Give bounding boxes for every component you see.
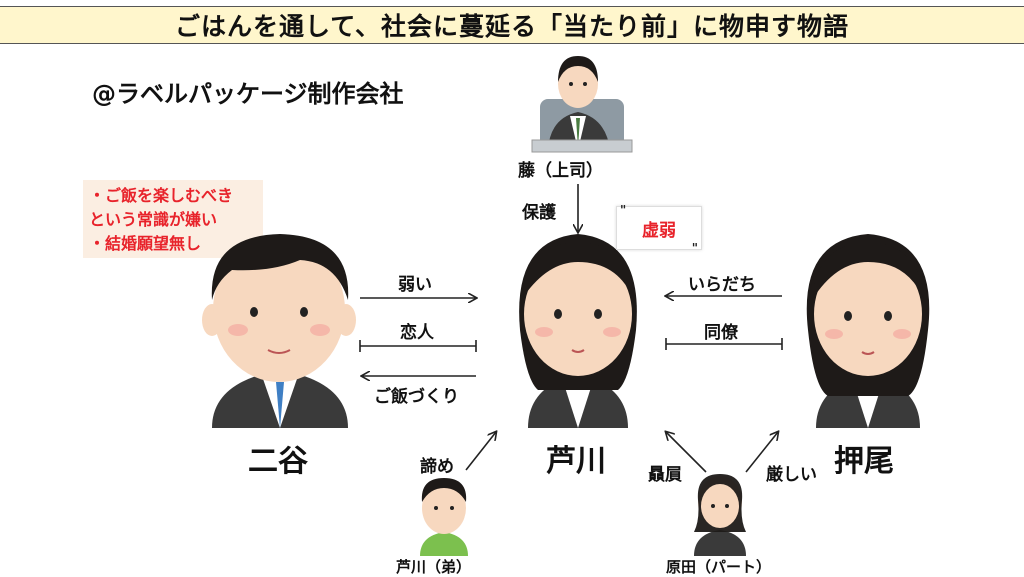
- title-banner: ごはんを通して、社会に蔓延る「当たり前」に物申す物語: [0, 6, 1024, 44]
- label-colleague: 同僚: [704, 323, 738, 343]
- note-line-1: ・ご飯を楽しむべき: [89, 186, 234, 205]
- weak-tag-text: 虚弱: [642, 220, 676, 241]
- nitani-illustration: [202, 234, 356, 428]
- label-resign: 諦め: [420, 457, 454, 477]
- brother-illustration: [420, 478, 468, 556]
- boss-name: 藤（上司）: [518, 161, 603, 181]
- title-text: ごはんを通して、社会に蔓延る「当たり前」に物申す物語: [174, 12, 849, 41]
- nitani-name: 二谷: [248, 444, 308, 479]
- nitani-note: ・ご飯を楽しむべき という常識が嫌い ・結婚願望無し: [83, 180, 263, 258]
- arrow-strict: [745, 432, 778, 473]
- label-lover: 恋人: [400, 323, 434, 343]
- brother-name: 芦川（弟）: [396, 558, 472, 576]
- note-line-3: ・結婚願望無し: [89, 234, 202, 253]
- label-cooking: ご飯づくり: [374, 387, 459, 407]
- label-weak: 弱い: [398, 275, 432, 295]
- boss-illustration: [531, 56, 633, 153]
- note-line-2: という常識が嫌い: [89, 210, 218, 229]
- oshio-name: 押尾: [834, 444, 894, 479]
- label-irritated: いらだち: [688, 275, 756, 295]
- label-strict: 厳しい: [766, 465, 817, 485]
- arrow-favor: [666, 432, 707, 473]
- harada-name: 原田（パート）: [666, 558, 772, 576]
- ashikawa-illustration: [519, 234, 637, 428]
- weak-tag: " 虚弱 ": [616, 203, 702, 255]
- harada-illustration: [694, 474, 746, 556]
- ashikawa-name: 芦川: [546, 444, 606, 479]
- oshio-illustration: [806, 234, 930, 428]
- arrow-resign: [465, 432, 496, 471]
- relation-arrows: [359, 184, 783, 473]
- credit-text: @ラベルパッケージ制作会社: [92, 80, 404, 108]
- label-protect: 保護: [522, 203, 556, 223]
- label-favor: 贔屓: [648, 465, 682, 485]
